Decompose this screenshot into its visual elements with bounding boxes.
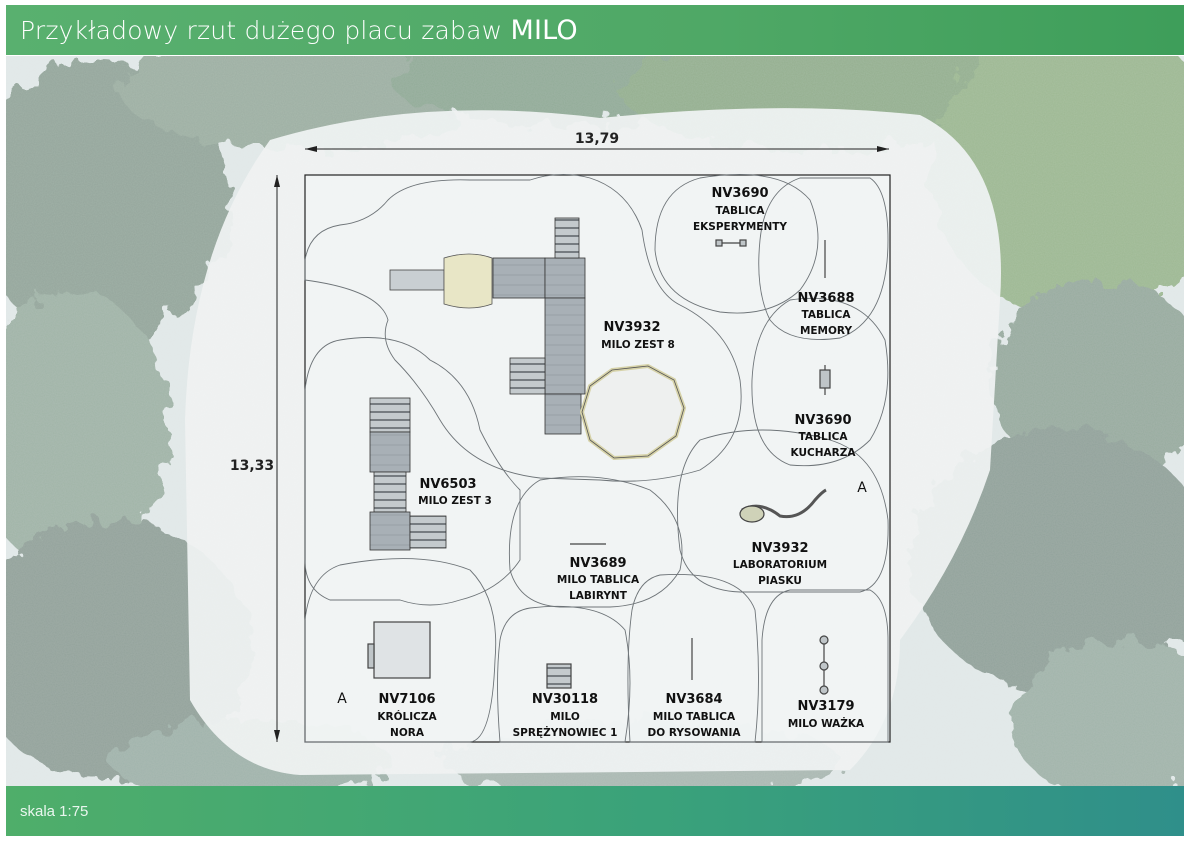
zone-code: NV3689	[569, 556, 626, 571]
equipment-zest8	[389, 217, 687, 461]
zone-desc: KUCHARZA	[791, 447, 857, 459]
header-bar: Przykładowy rzut dużego placu zabaw MILO	[6, 5, 1184, 55]
dimension-height	[274, 175, 280, 742]
zone-desc: EKSPERYMENTY	[693, 221, 787, 233]
zone-desc: TABLICA	[799, 431, 849, 443]
zone-eksperymenty	[654, 174, 819, 314]
marker-a: A	[857, 480, 867, 496]
zone-desc: KRÓLICZA	[377, 710, 437, 723]
equipment-zest3	[369, 397, 447, 551]
zone-code: NV3932	[603, 320, 660, 335]
title-brand: MILO	[510, 14, 578, 46]
zone-kucharza	[751, 297, 889, 467]
equipment-small	[367, 239, 831, 695]
title-text: Przykładowy rzut dużego placu zabaw	[20, 15, 503, 45]
dimension-width	[305, 146, 889, 152]
zone-desc: LABIRYNT	[569, 590, 628, 602]
zone-desc: MILO ZEST 8	[601, 339, 675, 351]
zone-desc: MILO ZEST 3	[418, 495, 492, 507]
zone-desc: DO RYSOWANIA	[648, 727, 742, 739]
marker-a: A	[337, 691, 347, 707]
footer-bar: skala 1:75	[6, 786, 1184, 836]
zone-zest3	[304, 337, 521, 606]
zone-code: NV6503	[419, 477, 476, 492]
zone-code: NV3932	[751, 541, 808, 556]
zone-code: NV3690	[794, 413, 851, 428]
zone-wazka	[761, 589, 889, 743]
width-label: 13,79	[575, 131, 619, 147]
zone-desc: TABLICA	[802, 309, 852, 321]
zone-zest8	[304, 174, 742, 482]
safety-zones	[304, 174, 889, 743]
zone-desc: MILO TABLICA	[557, 574, 640, 586]
scale-label: skala 1:75	[20, 802, 89, 820]
zone-code: NV3688	[797, 291, 854, 306]
zone-memory	[758, 177, 889, 340]
page-title: Przykładowy rzut dużego placu zabaw MILO	[20, 15, 578, 46]
zone-rysowania	[627, 574, 759, 743]
zone-desc: PIASKU	[758, 575, 802, 587]
zone-desc: MILO TABLICA	[653, 711, 736, 723]
zone-code: NV3684	[665, 692, 722, 707]
zone-desc: MEMORY	[800, 325, 853, 337]
playground-plan: 13,79 13,33	[6, 56, 1184, 786]
zone-labirynt	[508, 476, 683, 608]
zone-code: NV7106	[378, 692, 435, 707]
zone-desc: TABLICA	[716, 205, 766, 217]
plan-scene: 13,79 13,33	[6, 56, 1184, 786]
zone-desc: NORA	[390, 727, 425, 739]
height-label: 13,33	[230, 458, 274, 474]
zone-code: NV30118	[532, 692, 598, 707]
zone-labels: NV3690 TABLICA EKSPERYMENTY NV3688 TABLI…	[337, 186, 867, 739]
zone-desc: SPRĘŻYNOWIEC 1	[513, 725, 618, 739]
zone-krolicza	[304, 558, 497, 743]
zone-code: NV3179	[797, 699, 854, 714]
zone-desc: LABORATORIUM	[733, 559, 827, 571]
zone-sprezynowiec	[497, 605, 631, 743]
zone-code: NV3690	[711, 186, 768, 201]
zone-piasku	[677, 429, 889, 593]
zone-desc: MILO	[550, 711, 580, 723]
zone-desc: MILO WAŻKA	[788, 716, 865, 730]
